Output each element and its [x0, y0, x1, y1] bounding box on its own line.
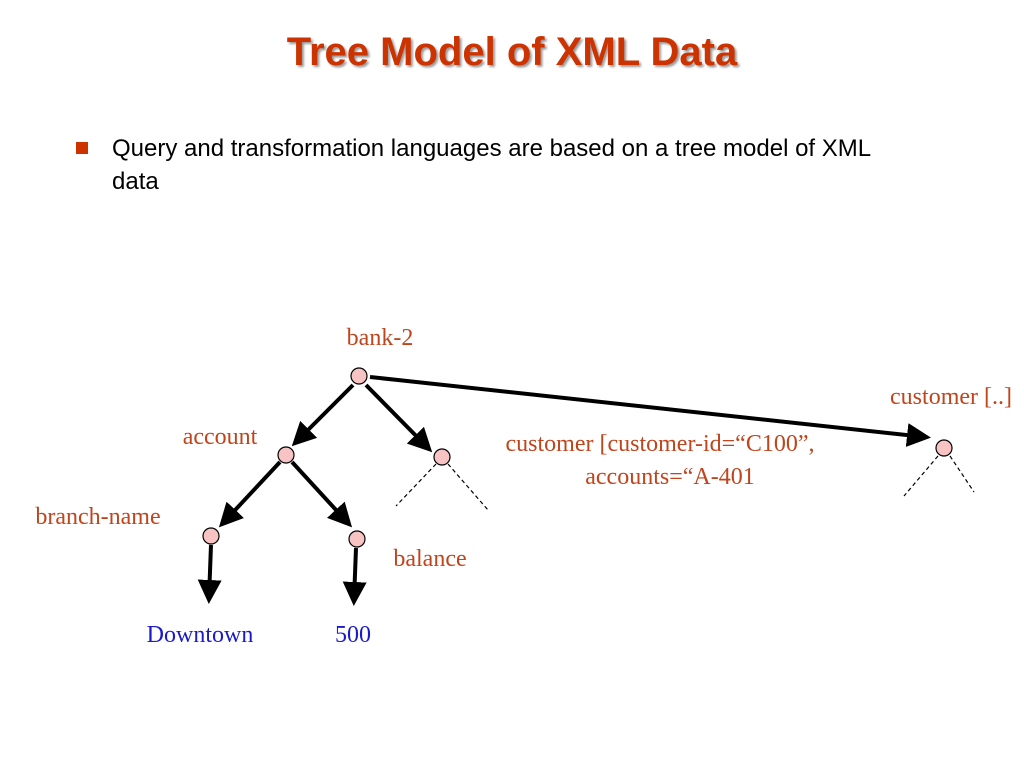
label-downtown: Downtown: [147, 622, 254, 648]
edge-account-to-balance: [290, 460, 353, 528]
bullet-item: Query and transformation languages are b…: [76, 132, 936, 198]
subtree-dash-customer-short-right: [949, 455, 975, 493]
subtree-dash-customer-left: [395, 463, 437, 507]
label-customer-detail-line1: customer [customer-id=“C100”,: [506, 431, 815, 457]
label-balance: balance: [393, 546, 466, 572]
label-amount: 500: [335, 622, 371, 648]
edge-balance-to-500: [342, 547, 367, 606]
edge-bank-to-account: [291, 383, 355, 447]
label-customer-detail-line2: accounts=“A-401: [585, 464, 754, 490]
node-customer-short: [935, 439, 953, 457]
node-account: [277, 446, 295, 464]
bullet-list: Query and transformation languages are b…: [76, 132, 936, 198]
edge-branch-name-to-downtown: [197, 544, 222, 604]
bullet-text: Query and transformation languages are b…: [112, 135, 871, 195]
label-branch-name: branch-name: [35, 504, 160, 530]
node-branch-name: [202, 527, 220, 545]
node-balance: [348, 530, 366, 548]
edge-bank-to-customer-short: [369, 375, 931, 447]
label-account: account: [183, 424, 258, 450]
subtree-dash-customer-short-left: [903, 455, 939, 497]
node-bank: [350, 367, 368, 385]
square-bullet-icon: [76, 142, 88, 154]
edge-bank-to-customer: [364, 383, 433, 453]
subtree-dash-customer-right: [447, 463, 489, 511]
label-bank: bank-2: [347, 325, 414, 351]
edge-account-to-branch-name: [218, 460, 282, 528]
label-customer-short: customer [..]: [890, 384, 1012, 410]
slide-title: Tree Model of XML Data: [286, 30, 738, 74]
node-customer: [433, 448, 451, 466]
